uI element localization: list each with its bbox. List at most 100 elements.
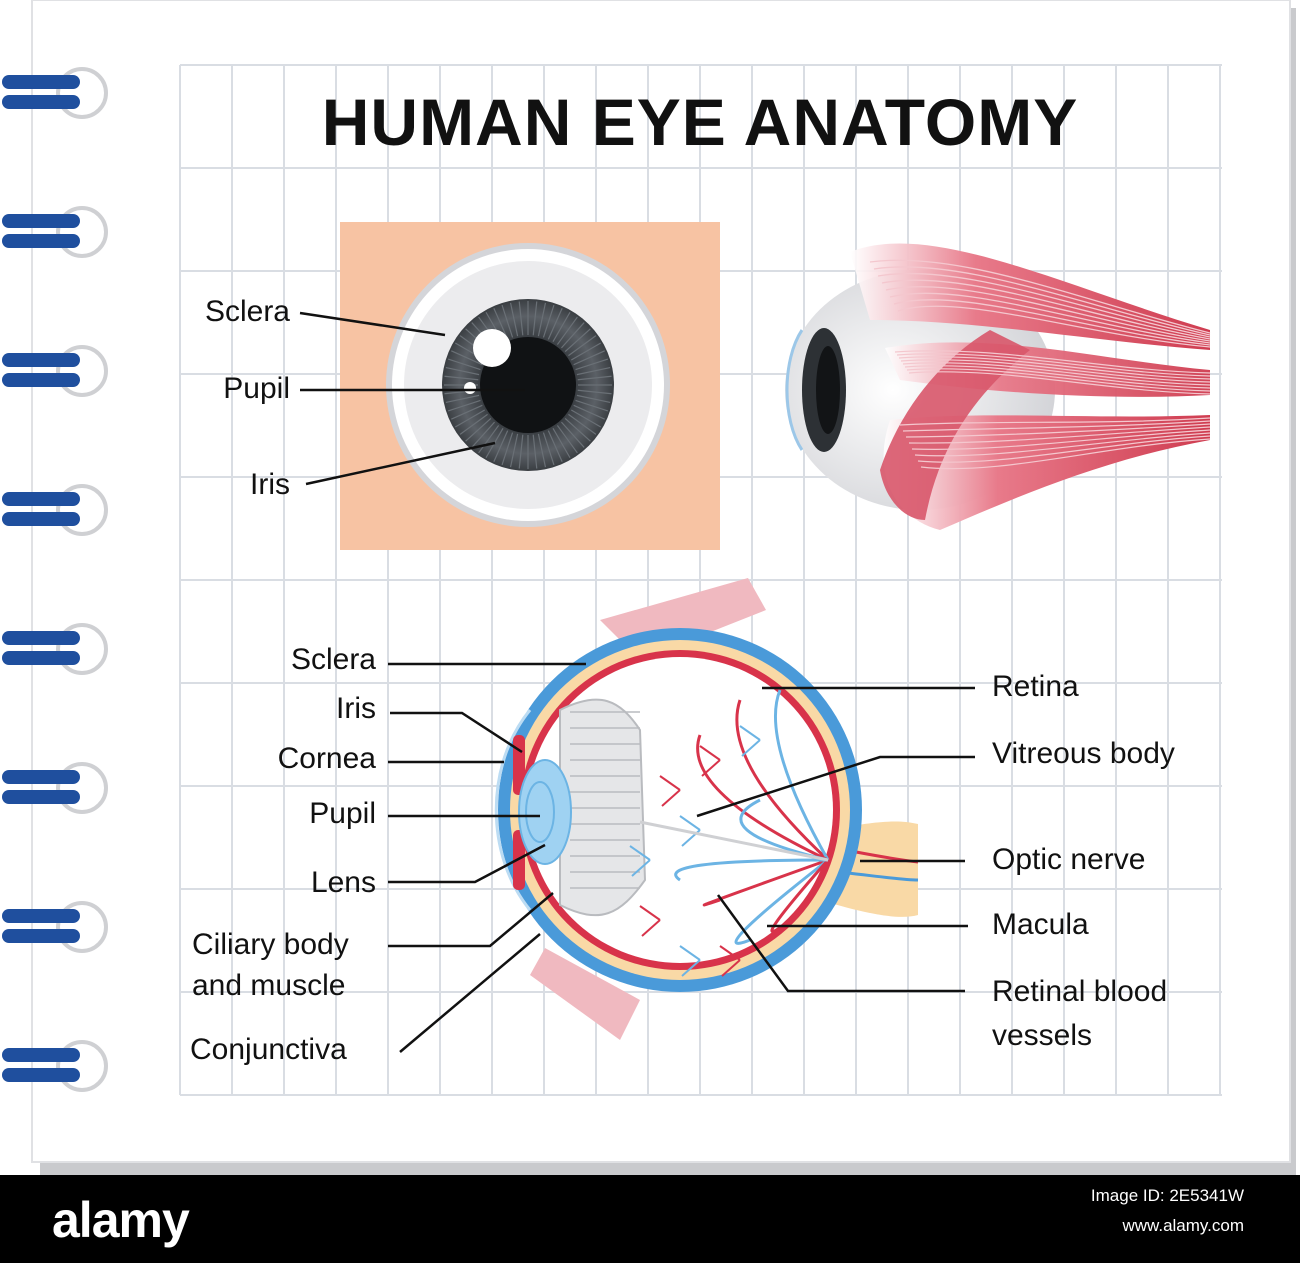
label-ciliary-line2: and muscle	[192, 969, 346, 1002]
vessel-twig	[661, 789, 681, 807]
iris-fiber	[542, 304, 555, 338]
iris-fiber	[532, 301, 538, 336]
label-sclera-front: Sclera	[204, 295, 290, 328]
cross-section-group	[494, 578, 919, 1040]
vessel-twig	[681, 959, 701, 977]
iris-fiber	[568, 413, 597, 435]
watermark-footer: alamy Image ID: 2E5341W www.alamy.com	[0, 1175, 1300, 1263]
spiral-coil-bottom	[2, 373, 80, 387]
spiral-coil-bottom	[2, 95, 80, 109]
muscle-fiber	[914, 432, 1211, 457]
iris-fiber	[501, 432, 514, 466]
iris-fiber	[561, 421, 585, 448]
side-eye-group	[785, 243, 1211, 530]
label-iris-front: Iris	[250, 468, 290, 501]
lower-muscle-section	[530, 948, 640, 1040]
visual-axis	[639, 820, 829, 862]
iris-fiber	[451, 404, 483, 420]
spiral-coil-bottom	[2, 234, 80, 248]
iris-fiber	[561, 322, 585, 349]
iris-fiber	[451, 350, 483, 366]
vessel-twig	[641, 919, 661, 937]
vessel-branch	[735, 699, 830, 862]
spiral-coil-bottom	[2, 512, 80, 526]
iris-fiber	[532, 434, 538, 469]
label-retina: Retina	[992, 670, 1079, 703]
muscle-fiber	[899, 417, 1211, 426]
muscle-fiber	[906, 368, 1211, 392]
muscle-fiber	[889, 292, 1211, 344]
iris-fiber	[459, 413, 488, 435]
label-iris-section: Iris	[336, 692, 376, 725]
spiral-binding	[2, 67, 108, 1092]
spiral-coil-top	[2, 909, 80, 923]
vessel-twig	[639, 905, 661, 921]
muscle-fiber	[902, 362, 1211, 386]
label-optic-nerve: Optic nerve	[992, 843, 1146, 876]
label-vitreous-body: Vitreous body	[992, 737, 1175, 770]
iris-upper-section	[513, 735, 525, 795]
muscle-fiber	[920, 438, 1211, 470]
iris-fiber	[445, 366, 480, 376]
muscle-fiber	[904, 365, 1211, 389]
page-title: HUMAN EYE ANATOMY	[321, 85, 1079, 159]
vessel-twig	[741, 739, 761, 757]
spiral-coil-top	[2, 492, 80, 506]
vessel-branch	[696, 734, 829, 862]
iris-fiber	[471, 421, 495, 448]
spiral-coil-bottom	[2, 929, 80, 943]
muscle-fiber	[898, 356, 1211, 380]
muscle-fiber	[905, 423, 1211, 438]
iris-fiber	[568, 335, 597, 357]
iris-fiber	[552, 428, 571, 459]
muscle-fiber	[908, 426, 1211, 444]
label-vessels-line1: Retinal blood	[992, 975, 1168, 1008]
muscle-fibers	[869, 259, 1211, 470]
eye-highlight-small	[464, 382, 476, 394]
iris-fiber	[577, 375, 612, 381]
iris-fiber	[447, 358, 481, 371]
iris-fiber	[493, 430, 509, 462]
muscle-fiber	[896, 353, 1211, 377]
iris-fiber	[556, 316, 578, 345]
iris-fiber	[576, 394, 611, 404]
side-pupil	[816, 346, 840, 434]
footer-image-id: Image ID: 2E5341W www.alamy.com	[1091, 1181, 1244, 1241]
vessel-branch	[773, 689, 830, 861]
iris-fiber	[537, 302, 547, 337]
iris-fiber	[547, 430, 563, 462]
iris-fiber	[493, 308, 509, 340]
vessel-twig	[631, 859, 651, 877]
lens-ring	[525, 781, 555, 843]
muscle-fiber	[885, 286, 1211, 342]
muscle-fiber	[893, 299, 1211, 346]
iris-fiber	[444, 375, 479, 381]
iris-fiber	[478, 425, 500, 454]
muscle-fiber	[902, 420, 1211, 432]
spiral-coil-top	[2, 1048, 80, 1062]
iris-fiber	[552, 311, 571, 342]
iris-fiber	[518, 301, 524, 336]
muscle-fiber	[894, 350, 1211, 374]
vessel-branch	[702, 858, 829, 907]
label-pupil-front: Pupil	[223, 372, 290, 405]
iris-fiber	[564, 328, 591, 352]
label-pupil-section: Pupil	[309, 797, 376, 830]
muscle-fiber	[877, 272, 1211, 338]
iris-fiber	[573, 404, 605, 420]
iris-fiber	[556, 425, 578, 454]
footer-logo: alamy	[52, 1192, 190, 1248]
vessel-twig	[679, 945, 701, 961]
label-macula: Macula	[992, 908, 1089, 941]
spiral-coil-bottom	[2, 1068, 80, 1082]
iris-fiber	[445, 394, 480, 404]
vessel-twig	[721, 959, 741, 977]
footer-url: www.alamy.com	[1122, 1216, 1244, 1235]
label-cornea: Cornea	[277, 742, 376, 775]
muscle-fiber	[917, 435, 1211, 463]
spiral-coil-top	[2, 770, 80, 784]
vessel-twig	[659, 775, 681, 791]
iris-fiber	[509, 302, 519, 337]
spiral-coil-top	[2, 353, 80, 367]
